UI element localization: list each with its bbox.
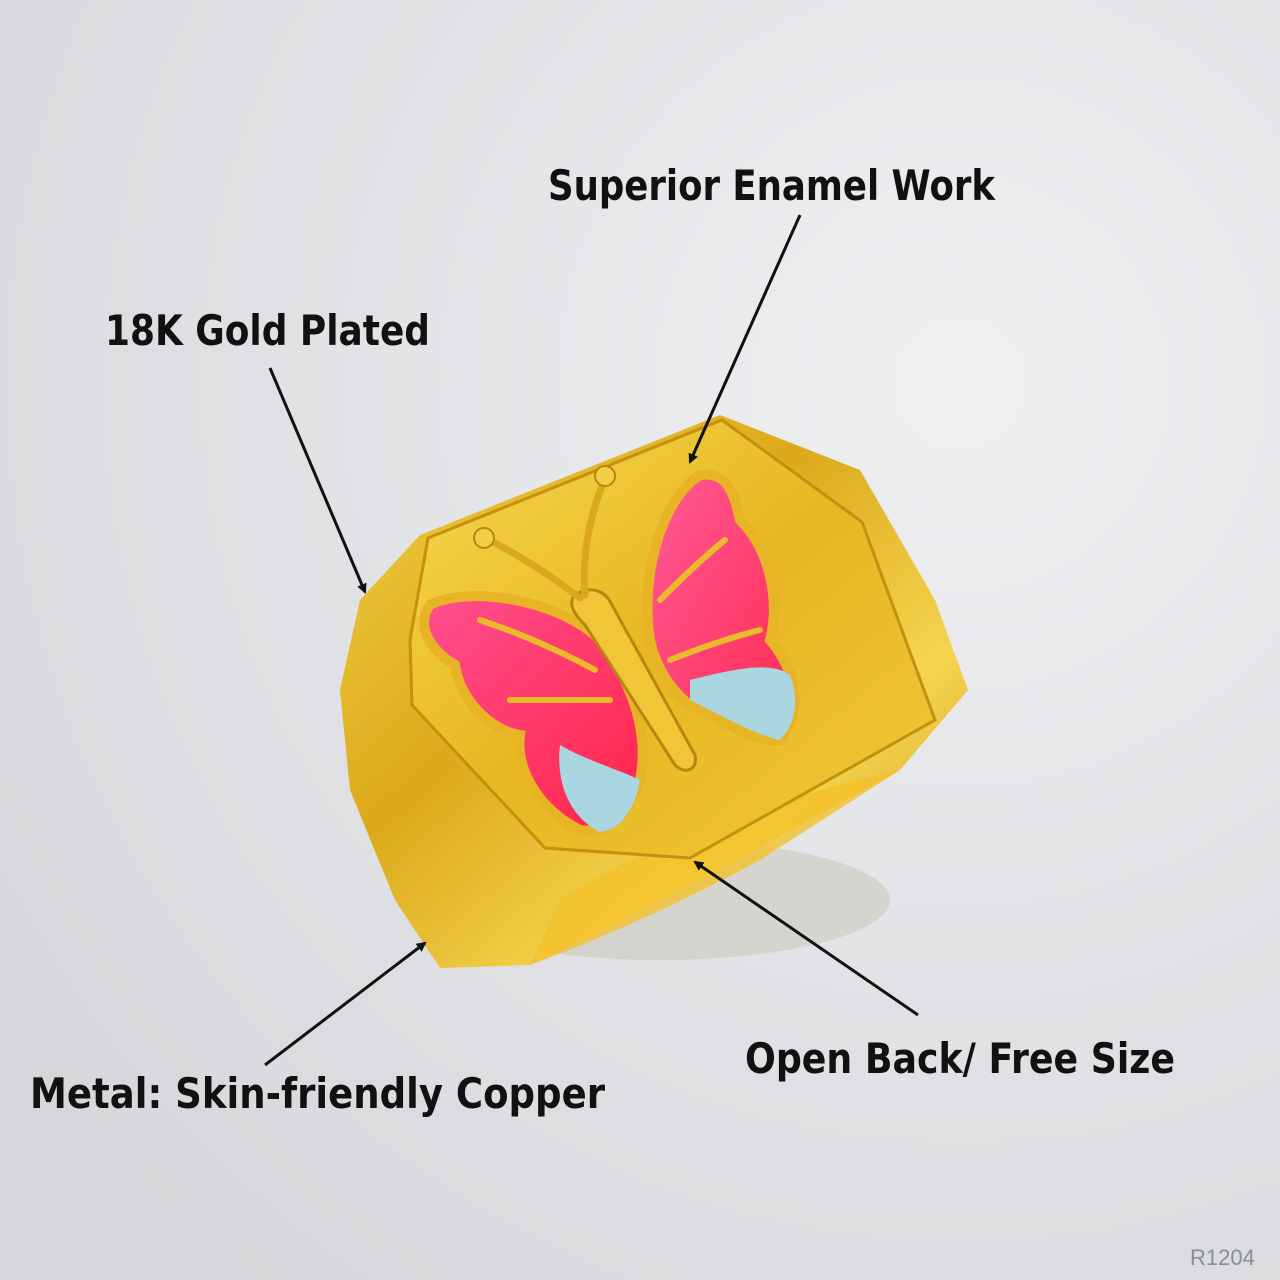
label-enamel: Superior Enamel Work bbox=[548, 161, 996, 210]
arrow-metal bbox=[264, 941, 427, 1067]
label-metal: Metal: Skin-friendly Copper bbox=[30, 1069, 605, 1118]
label-open-back: Open Back/ Free Size bbox=[745, 1034, 1175, 1083]
arrow-gold bbox=[268, 367, 367, 594]
annotation-arrows bbox=[264, 214, 919, 1067]
butterfly bbox=[419, 465, 800, 836]
label-gold: 18K Gold Plated bbox=[105, 306, 430, 355]
ring bbox=[340, 415, 968, 968]
butterfly-body bbox=[570, 588, 697, 772]
arrow-open-back bbox=[693, 860, 919, 1017]
product-code: R1204 bbox=[1190, 1245, 1255, 1270]
arrow-enamel bbox=[688, 214, 802, 464]
